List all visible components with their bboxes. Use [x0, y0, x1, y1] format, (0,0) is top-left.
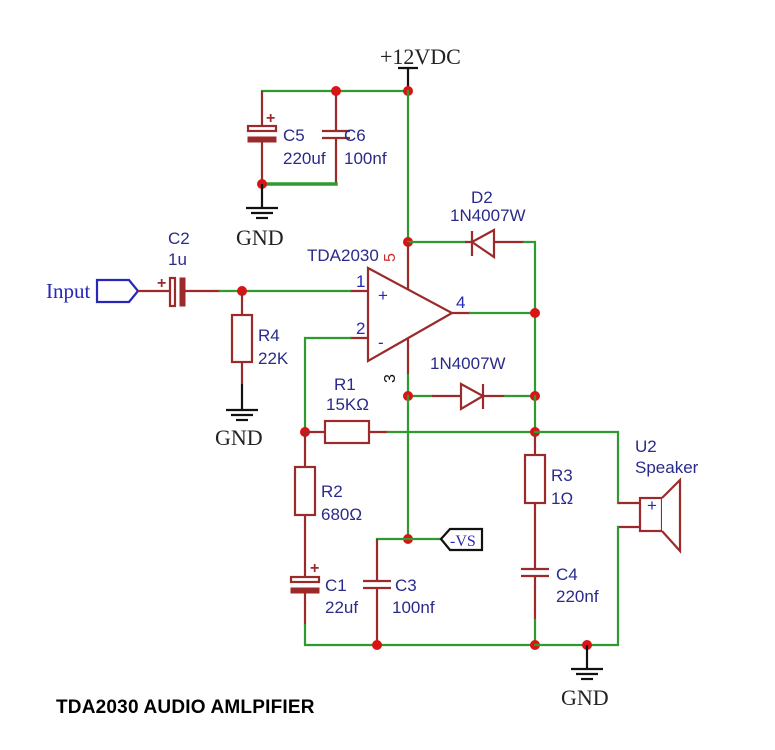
c1-value: 22uf [325, 598, 358, 617]
negative-supply: -VS C3 100nf [363, 394, 484, 650]
opamp-triangle [366, 266, 455, 363]
r1-ref: R1 [334, 375, 356, 394]
c4-value: 220nf [556, 587, 599, 606]
input-label: Input [46, 279, 90, 303]
ground-symbol: GND [236, 184, 284, 250]
r4-value: 22K [258, 349, 289, 368]
c2-polarity-mark: + [157, 275, 166, 292]
r3-ref: R3 [551, 466, 573, 485]
wire [533, 430, 620, 505]
r4-body [230, 313, 254, 364]
c2-ref: C2 [168, 229, 190, 248]
c2-plate-negative [179, 277, 186, 307]
supply-12vdc: +12VDC [380, 44, 461, 91]
wire [303, 336, 352, 434]
input-port[interactable] [95, 278, 140, 304]
ic-plus-sign: + [378, 286, 388, 305]
pin-1-label: 1 [356, 272, 365, 291]
c5-ref: C5 [283, 126, 305, 145]
ground-symbol: GND [215, 408, 263, 450]
ground-label: GND [236, 225, 284, 250]
ground-label: GND [561, 685, 609, 710]
ground-symbol: GND [561, 640, 609, 710]
junction [372, 640, 382, 650]
r3-body [523, 453, 547, 505]
c1-plate-negative [290, 587, 320, 594]
ic-tda2030: TDA2030 + - 1 2 4 5 3 [307, 242, 470, 383]
speaker-cone [661, 477, 682, 554]
wire [533, 525, 620, 647]
speaker-u2: + U2 Speaker [533, 430, 699, 647]
pin-3-label: 3 [382, 374, 399, 383]
r2-value: 680Ω [321, 505, 362, 524]
r2-body [293, 465, 317, 517]
u2-value: Speaker [635, 458, 699, 477]
wire [522, 240, 537, 398]
ground-label: GND [215, 425, 263, 450]
c5-polarity-mark: + [266, 110, 275, 127]
supply-label: +12VDC [380, 44, 461, 69]
c1-ref: C1 [325, 576, 347, 595]
c6-value: 100nf [344, 149, 387, 168]
d2-ref: D2 [471, 188, 493, 207]
c6-ref: C6 [344, 126, 366, 145]
d2-triangle [469, 228, 496, 260]
c1-polarity-mark: + [310, 560, 319, 577]
wire [303, 623, 537, 647]
c4-ref: C4 [556, 565, 578, 584]
c2-plate-positive [168, 276, 177, 308]
supply-decoupling: + C5 220uf C6 100nf GND [236, 86, 413, 250]
pin-5-label: 5 [382, 253, 399, 262]
diode-d1: 1N4007W [403, 354, 540, 411]
diagram-caption: TDA2030 AUDIO AMLPIFIER [56, 697, 315, 718]
input-stage: Input + C2 1u R4 22K GND [46, 229, 352, 450]
c5-plate-negative [247, 136, 277, 143]
d2-value: 1N4007W [450, 206, 526, 225]
d1-value: 1N4007W [430, 354, 506, 373]
c2-value: 1u [168, 250, 187, 269]
diode-d2: D2 1N4007W [406, 188, 537, 398]
r1-value: 15KΩ [326, 395, 369, 414]
neg-supply-label: -VS [450, 533, 476, 550]
pin-4-label: 4 [456, 293, 465, 312]
speaker-polarity: + [647, 496, 657, 515]
c1-plate-positive [289, 575, 321, 584]
c3-ref: C3 [395, 576, 417, 595]
r3-value: 1Ω [551, 489, 573, 508]
junction [331, 86, 341, 96]
pin-2-label: 2 [356, 319, 365, 338]
r4-ref: R4 [258, 326, 280, 345]
c5-value: 220uf [283, 149, 326, 168]
u2-ref: U2 [635, 437, 657, 456]
r2-ref: R2 [321, 482, 343, 501]
c5-plate-positive [246, 124, 278, 133]
neg-supply-port[interactable] [439, 527, 484, 552]
zobel-network: R3 1Ω C4 220nf [521, 394, 599, 650]
junction [530, 308, 540, 318]
feedback-network: R1 15KΩ R2 680Ω + C1 22uf [289, 336, 537, 647]
ic-minus-sign: - [378, 333, 384, 352]
c3-value: 100nf [392, 598, 435, 617]
ic-ref: TDA2030 [307, 246, 379, 265]
d1-triangle [459, 382, 486, 411]
r1-body [323, 419, 371, 445]
